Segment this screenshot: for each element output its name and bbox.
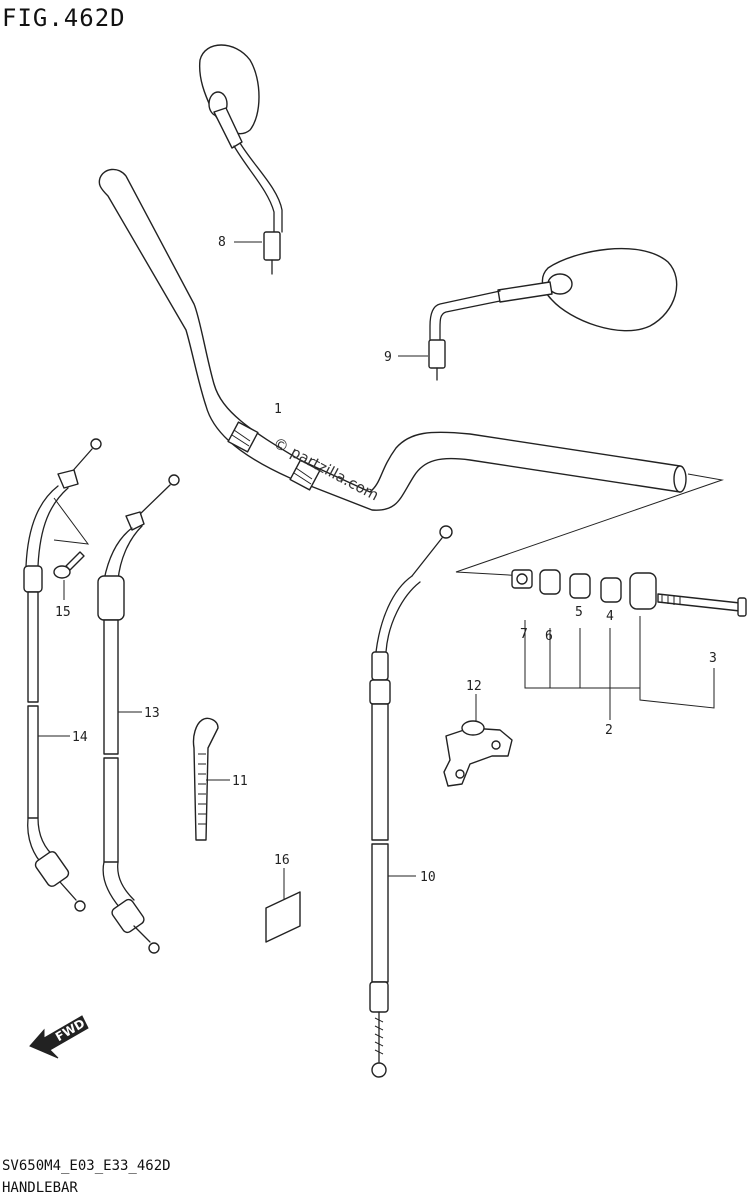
spacer[interactable] bbox=[539, 569, 561, 595]
callout-2: 2 bbox=[605, 723, 613, 738]
handlebar[interactable] bbox=[98, 168, 687, 511]
callout-13: 13 bbox=[144, 706, 160, 721]
callout-6: 6 bbox=[545, 629, 553, 644]
nut[interactable] bbox=[511, 569, 533, 589]
mirror-right[interactable] bbox=[428, 247, 678, 381]
balancer-bolt[interactable] bbox=[657, 593, 747, 617]
throttle-cable-pull[interactable] bbox=[97, 474, 180, 954]
callout-9: 9 bbox=[384, 350, 392, 365]
figure-title: FIG.462D bbox=[2, 4, 126, 32]
screw[interactable] bbox=[53, 551, 85, 579]
clutch-cable[interactable] bbox=[369, 525, 453, 1078]
callout-14: 14 bbox=[72, 730, 88, 745]
callout-12: 12 bbox=[466, 679, 482, 694]
callout-8: 8 bbox=[218, 235, 226, 250]
callout-4: 4 bbox=[606, 609, 614, 624]
handlebar-holder[interactable] bbox=[443, 720, 513, 787]
callout-5: 5 bbox=[575, 605, 583, 620]
fwd-arrow-icon: FWD bbox=[29, 1015, 89, 1059]
section-name: HANDLEBAR bbox=[2, 1180, 78, 1196]
model-code: SV650M4_E03_E33_462D bbox=[2, 1158, 171, 1174]
fwd-label: FWD bbox=[53, 1016, 87, 1044]
callout-3: 3 bbox=[709, 651, 717, 666]
mirror-left[interactable] bbox=[198, 44, 283, 275]
balancer-weight[interactable] bbox=[629, 572, 657, 610]
callout-16: 16 bbox=[274, 853, 290, 868]
callout-15: 15 bbox=[55, 605, 71, 620]
callout-7: 7 bbox=[520, 627, 528, 642]
spacer[interactable] bbox=[569, 573, 591, 599]
cable-clamp[interactable] bbox=[192, 717, 219, 841]
callout-10: 10 bbox=[420, 870, 436, 885]
label[interactable] bbox=[265, 891, 301, 943]
spacer[interactable] bbox=[600, 577, 622, 603]
callout-1: 1 bbox=[274, 402, 282, 417]
throttle-cable-return[interactable] bbox=[23, 438, 102, 912]
callout-11: 11 bbox=[232, 774, 248, 789]
